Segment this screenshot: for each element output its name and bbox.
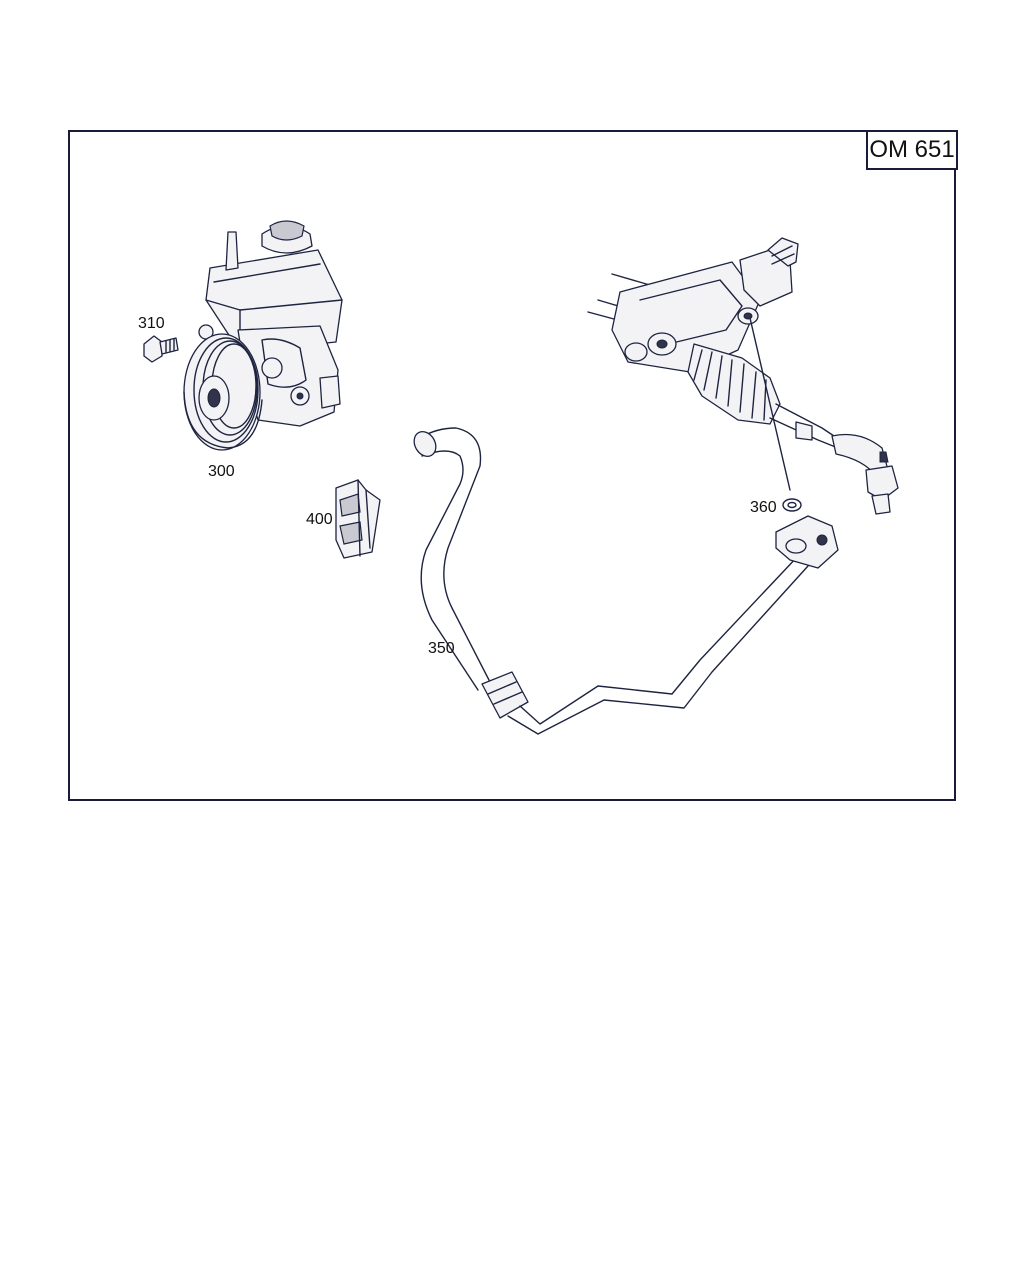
callout-360: 360 xyxy=(750,499,777,516)
seal-ring-360[interactable] xyxy=(782,498,802,512)
diagram-frame xyxy=(68,130,956,801)
callout-350: 350 xyxy=(428,640,455,657)
callout-300: 300 xyxy=(208,463,235,480)
power-steering-pump[interactable] xyxy=(183,220,343,451)
bolt-310[interactable] xyxy=(143,335,179,363)
bracket-400[interactable] xyxy=(335,479,381,559)
steering-gear[interactable] xyxy=(587,237,899,515)
callout-400: 400 xyxy=(306,511,333,528)
leader-line-360 xyxy=(749,317,791,491)
engine-code-label: OM 651 xyxy=(866,130,958,170)
callout-310: 310 xyxy=(138,315,165,332)
hose-line-350[interactable] xyxy=(410,427,839,735)
